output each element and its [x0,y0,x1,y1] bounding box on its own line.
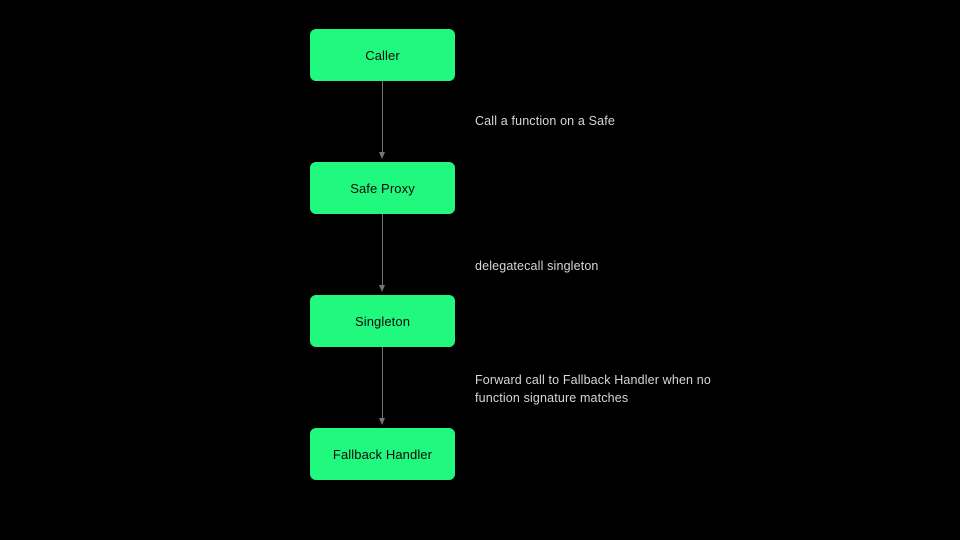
edge-caller-to-safe-proxy [382,81,383,155]
edge-label-caller-to-safe-proxy: Call a function on a Safe [475,114,615,128]
node-caller[interactable]: Caller [310,29,455,81]
arrow-head-icon [379,285,385,292]
edge-label-safe-proxy-to-singleton: delegatecall singleton [475,259,599,273]
node-singleton-label: Singleton [354,313,411,329]
edge-singleton-to-fallback-handler [382,347,383,421]
node-safe-proxy[interactable]: Safe Proxy [310,162,455,214]
node-fallback-handler-label: Fallback Handler [332,446,433,462]
edge-safe-proxy-to-singleton [382,214,383,288]
node-fallback-handler[interactable]: Fallback Handler [310,428,455,480]
arrow-head-icon [379,418,385,425]
node-caller-label: Caller [365,47,400,63]
node-singleton[interactable]: Singleton [310,295,455,347]
node-safe-proxy-label: Safe Proxy [350,180,415,196]
edge-label-singleton-to-fallback-handler: Forward call to Fallback Handler when no… [475,373,711,405]
arrow-head-icon [379,152,385,159]
